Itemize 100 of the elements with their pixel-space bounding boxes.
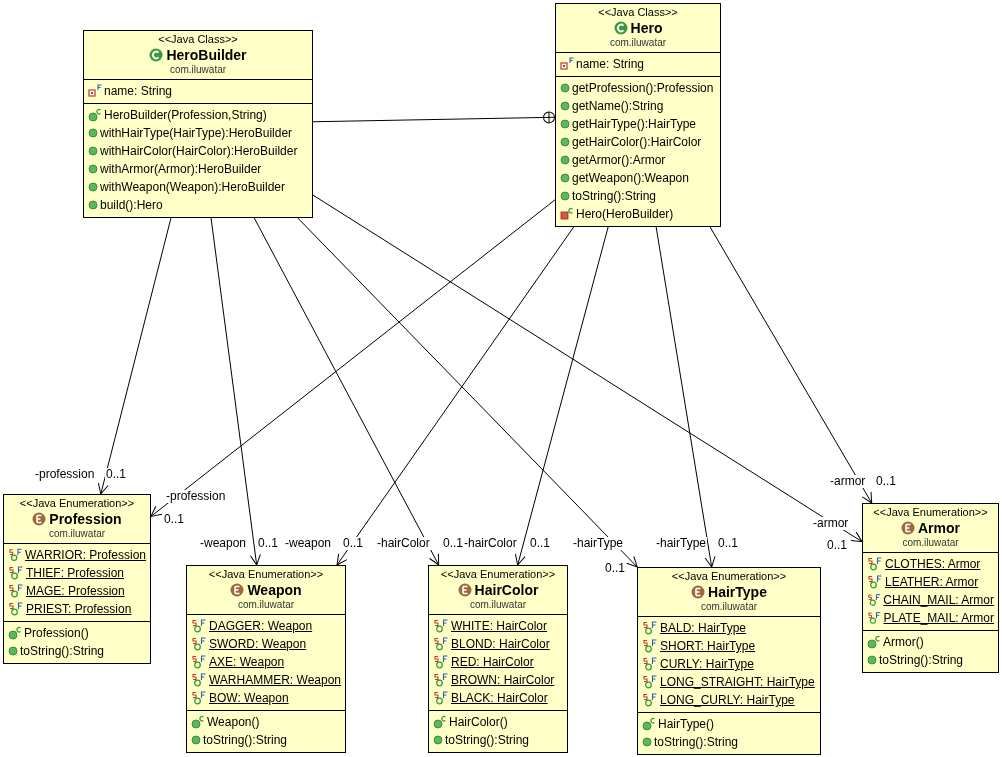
containment-line	[312, 111, 556, 124]
multiplicity-label: 0..1	[875, 475, 897, 488]
package-name: com.iluwatar	[48, 528, 106, 540]
method-text: toString():String	[445, 732, 530, 749]
association-arrow	[514, 226, 609, 566]
role-label: -hairType	[655, 537, 708, 550]
field-text: BLOND: HairColor	[451, 636, 550, 653]
field-text: AXE: Weapon	[209, 654, 285, 671]
role-label: -hairColor	[463, 537, 518, 550]
method-text: toString():String	[20, 643, 105, 660]
association-arrow	[210, 217, 261, 566]
stereotype-label: <<Java Enumeration>>	[19, 497, 135, 510]
multiplicity-label: 0..1	[826, 539, 848, 552]
role-label: -armor	[812, 517, 850, 530]
field-text: LONG_STRAIGHT: HairType	[660, 674, 815, 691]
association-arrow	[150, 199, 556, 517]
field-text: PRIEST: Profession	[26, 601, 132, 618]
method-text: HairColor()	[449, 714, 508, 731]
method-text: getProfession():Profession	[572, 80, 714, 97]
package-name: com.iluwatar	[469, 599, 527, 611]
role-label: -weapon	[284, 537, 333, 550]
class-box	[3, 494, 151, 664]
method-text: toString():String	[203, 732, 288, 749]
association-arrow	[655, 226, 716, 568]
method-text: toString():String	[572, 188, 657, 205]
association-arrow	[97, 217, 172, 495]
stereotype-label: <<Java Class>>	[158, 33, 238, 46]
stereotype-label: <<Java Class>>	[598, 6, 678, 19]
multiplicity-label: 0..1	[604, 562, 626, 575]
field-text: WHITE: HairColor	[451, 618, 547, 635]
role-label: -hairType	[572, 537, 625, 550]
field-text: SWORD: Weapon	[209, 636, 307, 653]
multiplicity-label: 0..1	[105, 468, 127, 481]
method-text: getArmor():Armor	[572, 152, 666, 169]
method-text: HairType()	[658, 716, 714, 733]
field-text: name: String	[576, 56, 645, 73]
class-box	[555, 3, 721, 227]
multiplicity-label: 0..1	[163, 513, 185, 526]
class-box	[862, 503, 999, 673]
multiplicity-label: 0..1	[529, 537, 551, 550]
stereotype-label: <<Java Enumeration>>	[440, 568, 556, 581]
package-name: com.iluwatar	[609, 37, 667, 49]
field-text: THIEF: Profession	[26, 565, 125, 582]
package-name: com.iluwatar	[237, 599, 295, 611]
multiplicity-label: 0..1	[342, 537, 364, 550]
association-arrow	[709, 226, 873, 504]
method-text: toString():String	[654, 734, 739, 751]
class-name: Profession	[49, 510, 122, 528]
method-text: Profession()	[24, 625, 89, 642]
field-text: WARHAMMER: Weapon	[208, 672, 341, 689]
method-text: withWeapon(Weapon):HeroBuilder	[100, 179, 285, 196]
field-text: BLACK: HairColor	[451, 690, 548, 707]
association-arrow	[336, 226, 575, 566]
method-text: toString():String	[879, 652, 964, 669]
class-box	[83, 30, 313, 218]
multiplicity-label: 0..1	[442, 537, 464, 550]
field-text: WARRIOR: Profession	[25, 547, 146, 564]
class-box	[186, 565, 346, 753]
field-text: CLOTHES: Armor	[885, 556, 981, 573]
method-text: build():Hero	[100, 197, 163, 214]
field-text: BOW: Weapon	[209, 690, 289, 707]
method-text: getWeapon():Weapon	[572, 170, 689, 187]
package-name: com.iluwatar	[169, 64, 227, 76]
field-text: SHORT: HairType	[660, 638, 756, 655]
method-text: getHairType():HairType	[572, 116, 697, 133]
class-name: HeroBuilder	[166, 46, 247, 64]
field-text: RED: HairColor	[451, 654, 534, 671]
role-label: -hairColor	[376, 537, 431, 550]
multiplicity-label: 0..1	[257, 537, 279, 550]
class-name: HairColor	[474, 581, 539, 599]
class-name: Armor	[918, 519, 960, 537]
method-text: HeroBuilder(Profession,String)	[104, 107, 267, 124]
association-arrow	[253, 217, 440, 566]
role-label: -profession	[34, 468, 96, 481]
class-name: HairType	[708, 583, 767, 601]
field-text: LONG_CURLY: HairType	[660, 692, 795, 709]
association-arrow	[312, 194, 863, 543]
method-text: Hero(HeroBuilder)	[576, 206, 674, 223]
method-text: Weapon()	[207, 714, 260, 731]
role-label: -weapon	[199, 537, 248, 550]
association-arrow	[297, 217, 638, 568]
class-name: Hero	[630, 19, 663, 37]
field-text: MAGE: Profession	[26, 583, 125, 600]
method-text: withHairColor(HairColor):HeroBuilder	[100, 143, 298, 160]
field-text: CURLY: HairType	[660, 656, 754, 673]
field-text: BALD: HairType	[660, 620, 747, 637]
stereotype-label: <<Java Enumeration>>	[208, 568, 324, 581]
package-name: com.iluwatar	[700, 601, 758, 613]
method-text: getName():String	[572, 98, 664, 115]
role-label: -armor	[829, 475, 867, 488]
field-text: name: String	[104, 83, 173, 100]
method-text: Armor()	[883, 634, 924, 651]
package-name: com.iluwatar	[902, 537, 959, 549]
method-text: getHairColor():HairColor	[572, 134, 702, 151]
class-name: Weapon	[247, 581, 302, 599]
field-text: BROWN: HairColor	[451, 672, 555, 689]
method-text: withArmor(Armor):HeroBuilder	[100, 161, 262, 178]
stereotype-label: <<Java Enumeration>>	[873, 506, 988, 519]
field-text: DAGGER: Weapon	[209, 618, 313, 635]
field-text: LEATHER: Armor	[885, 574, 979, 591]
